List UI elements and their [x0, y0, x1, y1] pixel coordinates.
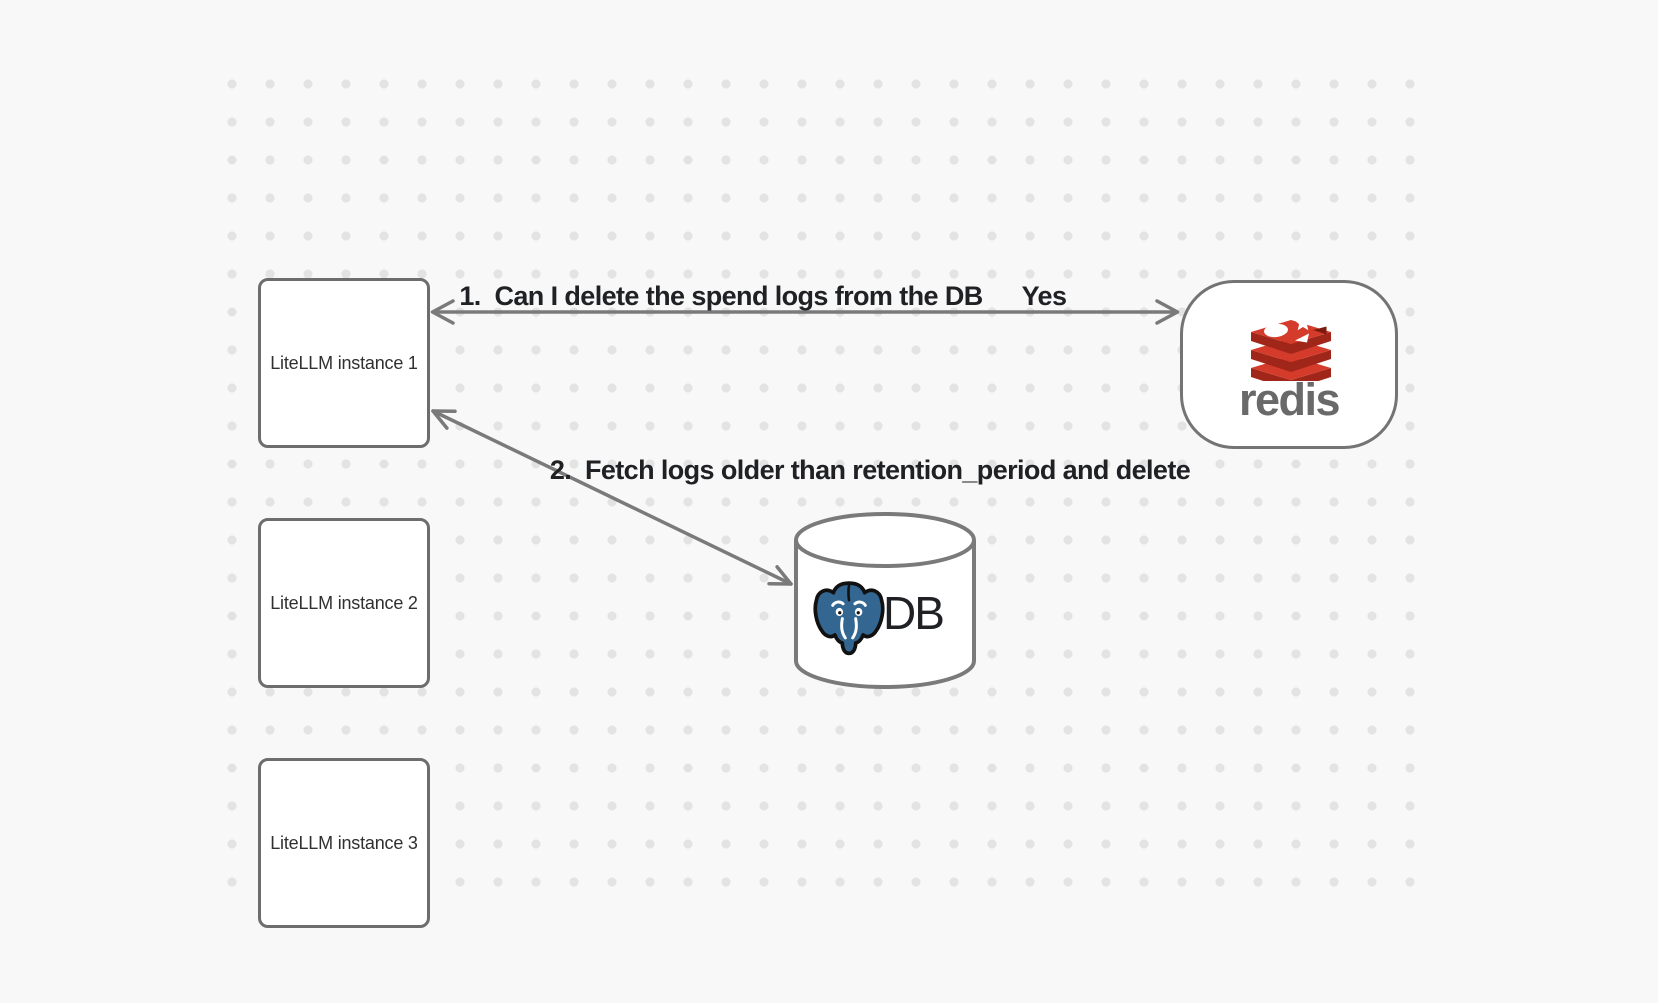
edge-label-yes[interactable]: Yes	[1021, 281, 1067, 311]
node-litellm-instance-3-label: LiteLLM instance 3	[270, 832, 418, 853]
edge-label-can-delete-spend-logs[interactable]: 1. Can I delete the spend logs from the …	[459, 281, 983, 311]
arrow-fetch-logs-delete[interactable]	[431, 409, 793, 586]
edge-label-fetch-logs-delete[interactable]: 2. Fetch logs older than retention_perio…	[549, 455, 1191, 485]
node-database[interactable]: DB	[792, 509, 982, 693]
node-litellm-instance-1-label: LiteLLM instance 1	[270, 352, 418, 373]
arrow-can-delete-spend-logs[interactable]	[430, 299, 1180, 325]
node-litellm-instance-2-label: LiteLLM instance 2	[270, 592, 418, 613]
redis-logo-icon	[1251, 314, 1331, 381]
node-litellm-instance-1[interactable]: LiteLLM instance 1	[258, 278, 430, 448]
redis-wordmark: redis	[1238, 374, 1341, 425]
node-redis[interactable]: redis	[1180, 280, 1398, 449]
postgresql-elephant-icon	[813, 581, 885, 656]
database-cylinder-icon	[794, 512, 976, 689]
node-litellm-instance-3[interactable]: LiteLLM instance 3	[258, 758, 430, 928]
node-litellm-instance-2[interactable]: LiteLLM instance 2	[258, 518, 430, 688]
db-label: DB	[883, 587, 945, 639]
